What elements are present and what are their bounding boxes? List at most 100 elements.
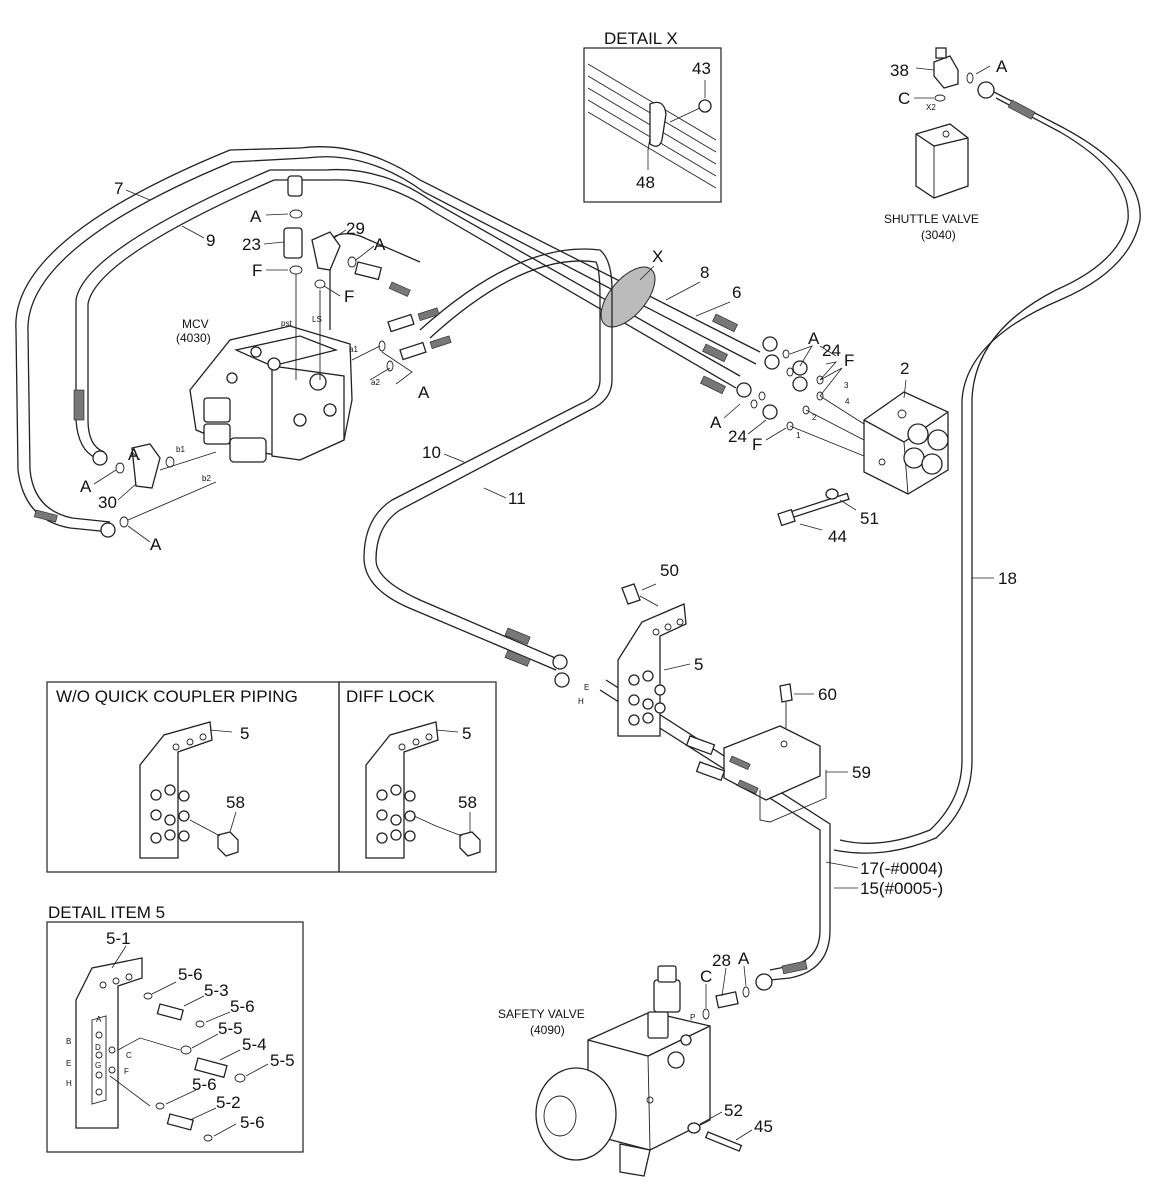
callout-A-b2: A [150,535,162,554]
detail-x-title: DETAIL X [604,29,678,48]
callout-F-24a: F [844,351,854,370]
mcv-valve [189,325,353,463]
callout-5-2: 5-2 [216,1093,241,1112]
callout-A-24: A [808,329,820,348]
screw-60-icon [779,683,793,703]
port-4: 4 [845,397,850,406]
callout-18: 18 [998,569,1017,588]
callout-5-3: 5-3 [204,981,229,1000]
hose-9 [73,169,330,459]
port-1: 1 [796,431,801,440]
plug-58-icon [217,831,239,857]
callout-5-woqc: 5 [240,724,249,743]
callout-5-6a: 5-6 [178,965,203,984]
callout-A-29: A [374,235,386,254]
port-mark-H: H [66,1079,72,1088]
detail-item5-panel: DETAIL ITEM 5 A D G B E H C F [46,903,304,1153]
diff-lock-panel: DIFF LOCK 5 58 [338,681,497,873]
port-3: 3 [844,381,849,390]
callout-59: 59 [852,763,871,782]
washer-51-icon [825,488,839,500]
callout-15: 15(#0005-) [860,879,943,898]
callout-C-sv: C [700,967,712,986]
callout-58-diff: 58 [458,793,477,812]
callout-F-29: F [344,287,354,306]
hose-18 [833,89,1141,854]
port-e: E [584,683,589,692]
safety-valve [535,965,711,1177]
callout-43: 43 [692,59,711,78]
port-mark-G: G [95,1061,101,1070]
fitting-5-4-icon [194,1057,228,1079]
fitting-23-icon [283,227,303,259]
callout-8: 8 [700,263,709,282]
port-p: P [690,1013,695,1022]
port-h: H [578,697,584,706]
port-mark-D: D [95,1043,101,1052]
callout-A-24b: A [710,413,722,432]
fittings-24 [736,336,865,457]
callout-58-woqc: 58 [226,793,245,812]
bolt-50-icon [621,583,641,605]
port-ls: LS [312,315,322,324]
plug-58-diff-icon [459,831,481,857]
callout-5-6c: 5-6 [192,1075,217,1094]
detail-item5-title: DETAIL ITEM 5 [48,903,165,922]
manifold-block-2 [863,391,949,495]
callout-5-6b: 5-6 [230,997,255,1016]
callout-5-5b: 5-5 [270,1051,295,1070]
bolt-44-icon [789,492,850,519]
callout-24a: 24 [822,341,841,360]
fitting-5-3-icon [156,1003,184,1021]
callout-48: 48 [636,173,655,192]
bracket-5-main [617,583,687,737]
callout-60: 60 [818,685,837,704]
callout-10: 10 [422,443,441,462]
port-2: 2 [812,413,817,422]
callout-7: 7 [114,179,123,198]
shuttle-valve [915,123,969,199]
callout-5-1: 5-1 [106,929,131,948]
port-mark-B: B [66,1037,71,1046]
diff-lock-title: DIFF LOCK [346,687,435,706]
shuttle-valve-label: SHUTTLE VALVE [884,212,979,226]
port-x2: X2 [926,103,936,112]
safety-valve-label: SAFETY VALVE [498,1007,585,1021]
hose-bundle-8-6 [299,146,761,395]
clamp-59 [685,725,827,823]
callout-F-24b: F [752,435,762,454]
bracket-5-icon [139,721,213,859]
wo-quick-coupler-panel: W/O QUICK COUPLER PIPING 5 58 [46,681,340,873]
port-mark-C: C [126,1051,132,1060]
callout-2: 2 [900,359,909,378]
callout-5-4: 5-4 [242,1035,267,1054]
detail-x-panel: DETAIL X 43 48 [583,29,722,203]
callout-28: 28 [712,951,731,970]
callout-44: 44 [828,527,847,546]
port-a1: a1 [349,345,358,354]
callout-X: X [652,247,663,266]
hose-7 [15,147,307,533]
callout-5: 5 [694,655,703,674]
callout-5-5a: 5-5 [218,1019,243,1038]
callout-9: 9 [206,231,215,250]
bolt-45-icon [704,1131,743,1152]
callout-A-23: A [250,207,262,226]
tee-38-icon [933,55,959,89]
port-mark-A: A [96,1015,102,1024]
fitting-cluster-icon [150,784,190,844]
callout-23: 23 [242,235,261,254]
callout-11: 11 [508,489,526,508]
port-b1: b1 [176,445,185,454]
wo-quick-coupler-title: W/O QUICK COUPLER PIPING [56,687,298,706]
callout-A-mcv: A [418,383,430,402]
washer-52-icon [687,1122,701,1134]
callout-A-sv: A [738,949,750,968]
shuttle-valve-code: (3040) [921,228,956,242]
callout-52: 52 [724,1101,743,1120]
port-a2: a2 [371,378,380,387]
elbow-30-icon [131,443,161,489]
callout-5-6d: 5-6 [240,1113,265,1132]
safety-valve-code: (4090) [530,1023,565,1037]
